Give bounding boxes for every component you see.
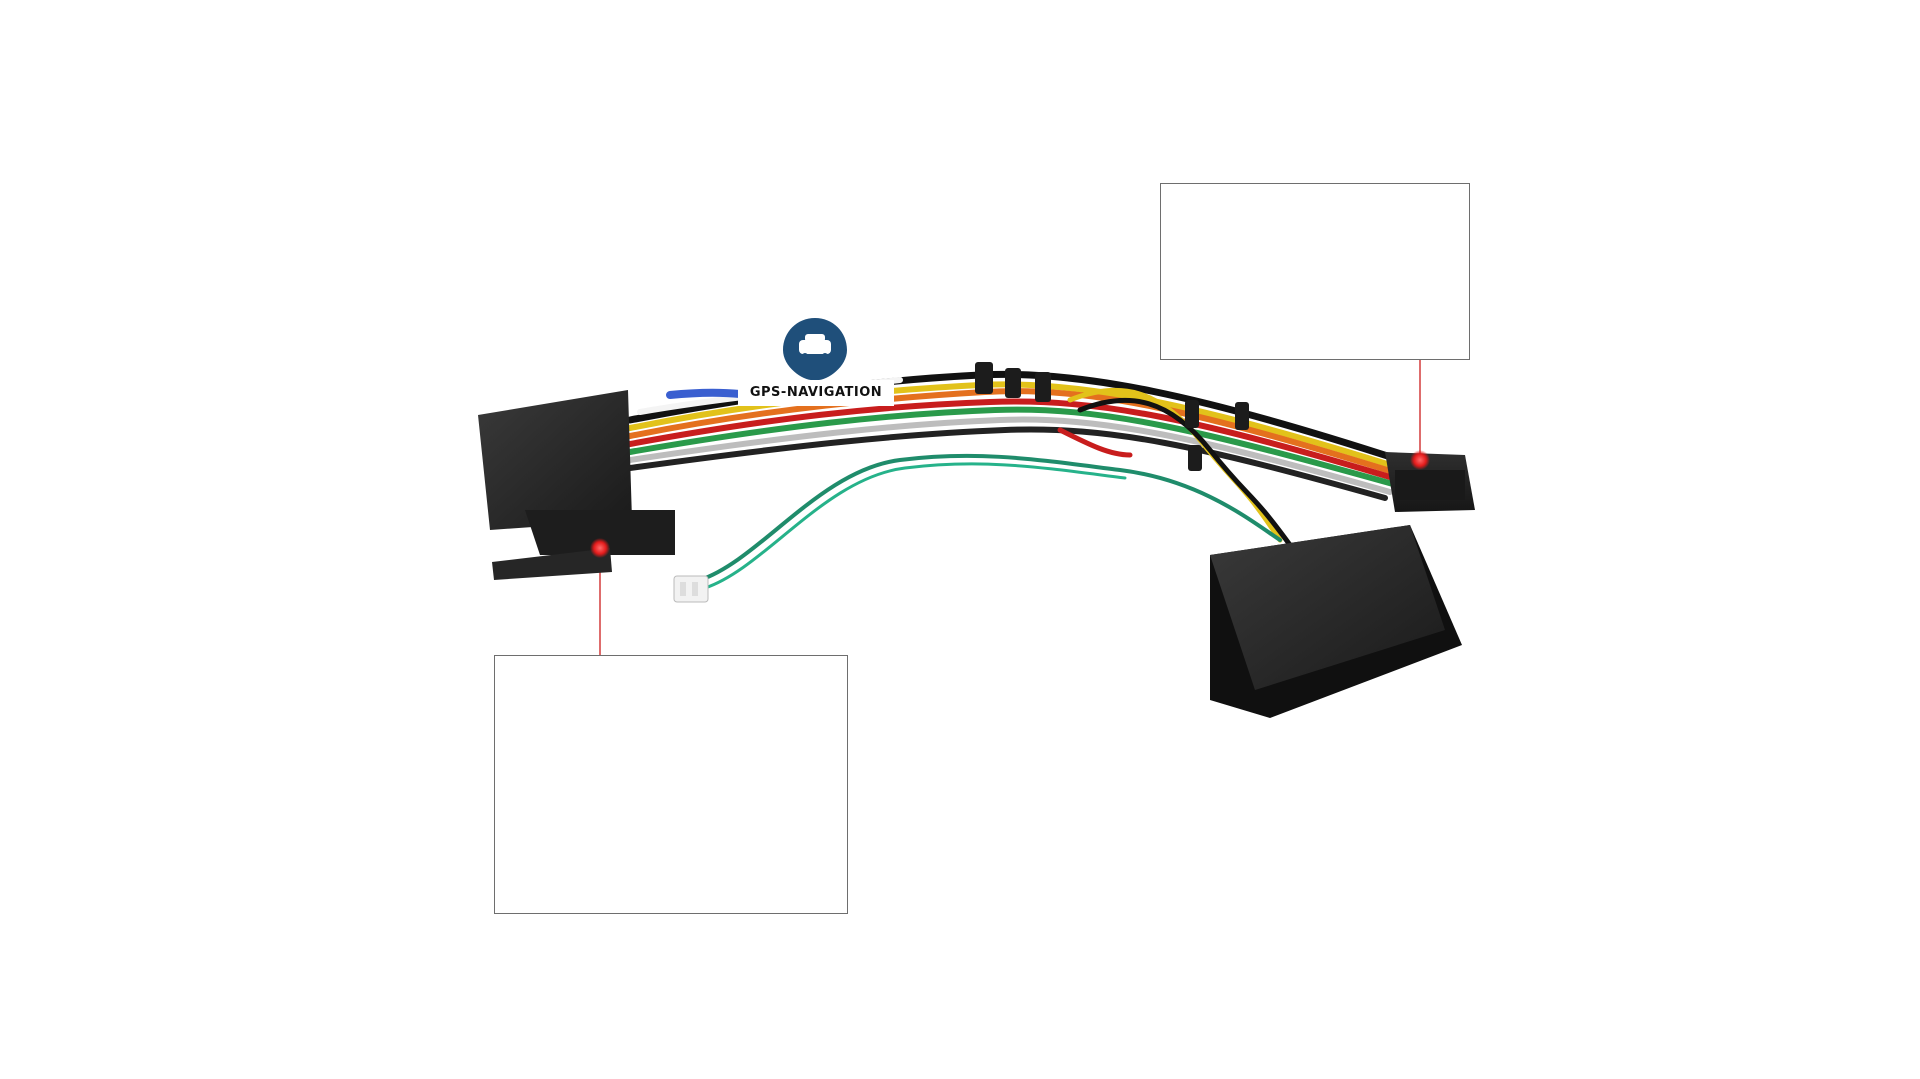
logo-text: GPS-NAVIGATION xyxy=(738,380,894,406)
inset-frame-connector-16pin xyxy=(1160,183,1470,360)
wire-clips xyxy=(975,362,1249,471)
right-small-connector xyxy=(1385,450,1475,512)
small-white-plug xyxy=(673,575,709,603)
callout-dot-left xyxy=(590,538,610,558)
inset-frame-connector-iso xyxy=(494,655,848,914)
left-harness-connector xyxy=(478,390,675,580)
callout-dot-right xyxy=(1410,450,1430,470)
car-in-map-pin-icon xyxy=(783,318,847,381)
control-module-box xyxy=(1210,525,1462,718)
